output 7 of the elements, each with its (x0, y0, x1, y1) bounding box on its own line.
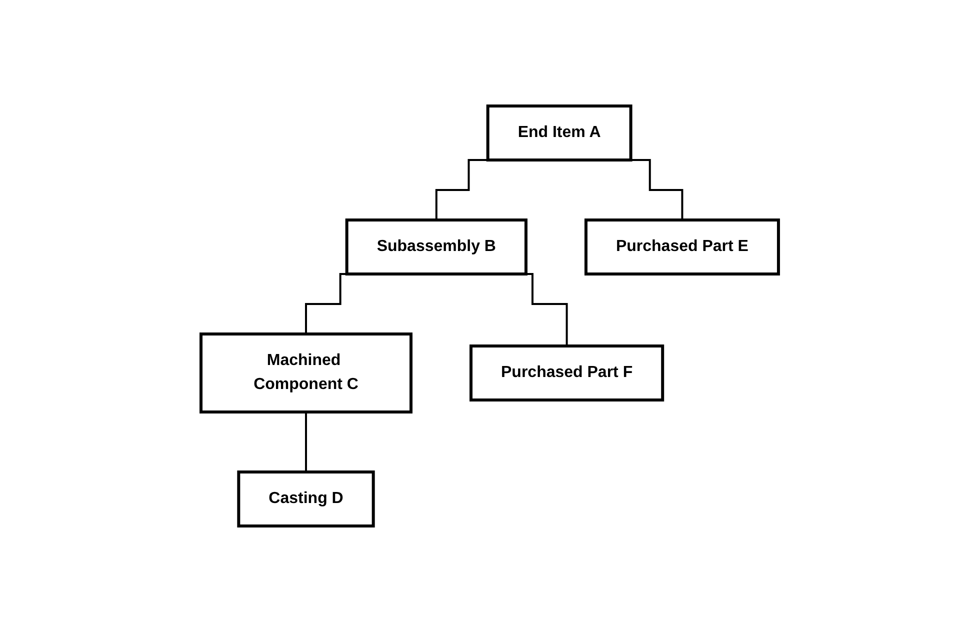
node-box: Machined Component C (199, 332, 412, 414)
node-box: Subassembly B (345, 218, 528, 276)
node-box: Purchased Part F (469, 344, 664, 402)
node-box: End Item A (486, 104, 632, 162)
node-box: Purchased Part E (584, 218, 780, 276)
node-box: Casting D (236, 470, 375, 528)
connector (304, 411, 307, 473)
